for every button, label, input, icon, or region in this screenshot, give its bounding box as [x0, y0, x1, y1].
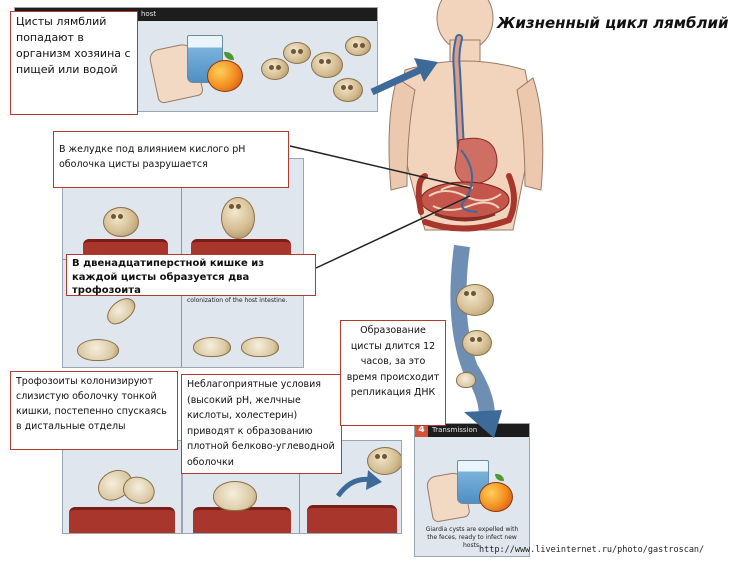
- cyst: [333, 78, 363, 102]
- cyst: [345, 36, 371, 56]
- transmission-panel: 4 Transmission Giardia cysts are expelled…: [414, 423, 530, 557]
- ingestion-label: Цисты лямблий попадают в организм хозяин…: [10, 11, 138, 115]
- cyst: [462, 330, 492, 356]
- trophozoite: [77, 339, 119, 361]
- cyst: [311, 52, 343, 78]
- cyst: [283, 42, 311, 64]
- diagram-title: Жизненный цикл лямблий: [497, 14, 729, 32]
- intestine-tissue: [69, 507, 175, 533]
- cyst: [261, 58, 289, 80]
- trophozoite: [213, 481, 257, 511]
- trophozoite: [241, 337, 279, 357]
- stomach-connector-line: [289, 145, 471, 189]
- cyst-formation-label: Образование цисты длится 12 часов, за эт…: [340, 320, 446, 426]
- trophozoite: [456, 372, 476, 388]
- intestine-caption: colonization of the host intestine.: [187, 297, 288, 304]
- panel-divider-vertical: [299, 441, 300, 533]
- duodenum-label: В двенадцатиперстной кишке из каждой цис…: [66, 254, 316, 296]
- trophozoite: [193, 337, 231, 357]
- excretion-arrow: [450, 244, 495, 422]
- apple-illustration: [207, 60, 243, 92]
- colonization-panel: [62, 440, 182, 534]
- ingestion-panel-bar-text: host: [141, 10, 157, 18]
- cyst: [367, 447, 401, 475]
- apple-leaf-icon: [495, 474, 504, 481]
- apple-illustration: [479, 482, 513, 512]
- duodenum-connector-line: [315, 195, 471, 269]
- intestine-tissue: [307, 505, 397, 533]
- encystment-label: Неблагоприятные условия (высокий pH, жел…: [181, 374, 342, 474]
- ingestion-arrow: [370, 66, 422, 96]
- cyst: [456, 284, 494, 316]
- digestive-path-line: [460, 149, 478, 213]
- encystment-arrow-head: [366, 470, 382, 490]
- transmission-panel-bar-text: Transmission: [432, 426, 478, 434]
- stomach: [454, 137, 498, 185]
- transmission-panel-bar: 4 Transmission: [415, 424, 529, 437]
- intestine-tissue: [193, 507, 291, 533]
- opening-cyst: [221, 197, 255, 239]
- left-arm: [388, 77, 416, 191]
- apple-leaf-icon: [224, 52, 234, 60]
- transmission-step-number: 4: [415, 424, 428, 437]
- transmission-caption: Giardia cysts are expelled with the fece…: [425, 526, 519, 549]
- colonization-label: Трофозоиты колонизируют слизистую оболоч…: [10, 371, 178, 450]
- cyst: [103, 207, 139, 237]
- watermark-url: http://www.liveinternet.ru/photo/gastros…: [479, 545, 705, 555]
- right-arm: [516, 77, 544, 191]
- excretion-arrow-head: [464, 410, 502, 438]
- stomach-label: В желудке под влиянием кислого pH оболоч…: [53, 131, 289, 188]
- ingestion-arrow-head: [414, 58, 438, 82]
